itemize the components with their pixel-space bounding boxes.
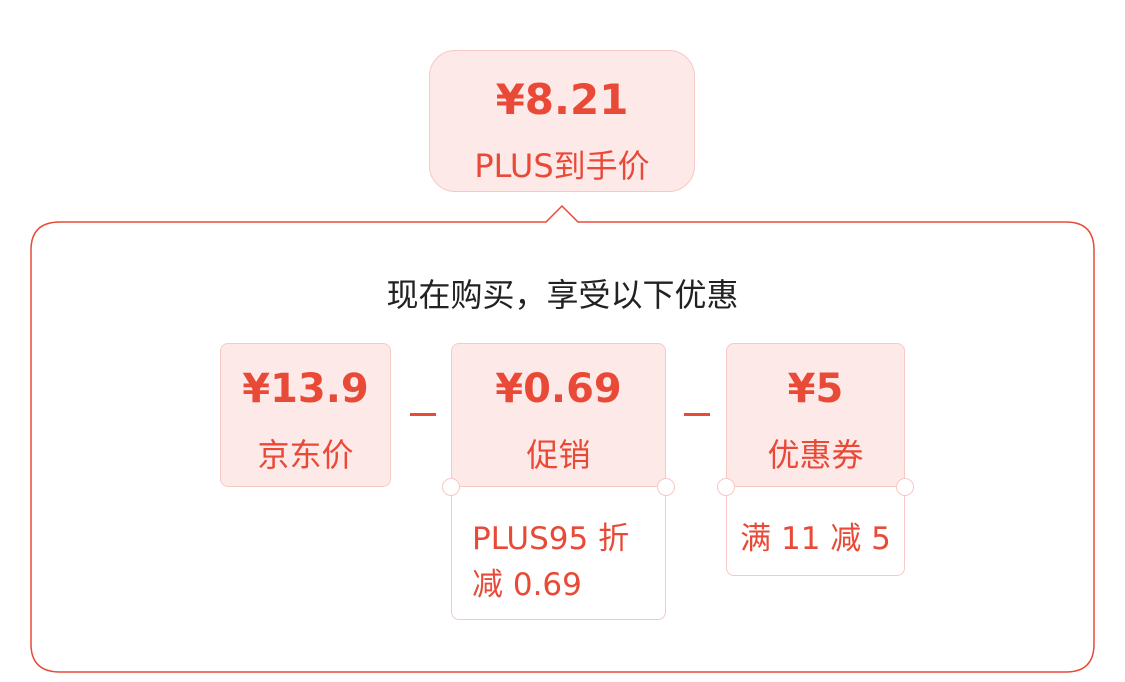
plus-price-label: PLUS到手价 (474, 147, 650, 185)
benefits-headline: 现在购买，享受以下优惠 (386, 276, 739, 314)
promotion-detail: PLUS95 折 减 0.69 (451, 487, 666, 620)
ticket-notch-right (896, 478, 914, 496)
coupon-detail-line: 满 11 减 5 (740, 521, 891, 557)
coupon-detail: 满 11 减 5 (726, 487, 905, 576)
ticket-notch-left (442, 478, 460, 496)
promotion-detail-line-2: 减 0.69 (472, 567, 582, 603)
promotion-card: ¥0.69 促销 (451, 343, 666, 487)
ticket-notch-right (657, 478, 675, 496)
coupon-label: 优惠券 (767, 436, 864, 474)
minus-icon (684, 413, 710, 416)
minus-icon (410, 413, 436, 416)
jd-price-card: ¥13.9 京东价 (220, 343, 391, 487)
jd-price: ¥13.9 (242, 366, 369, 412)
ticket-notch-left (717, 478, 735, 496)
promotion-detail-line-1: PLUS95 折 (472, 521, 630, 557)
promotion-label: 促销 (526, 436, 591, 474)
plus-price-badge: ¥8.21 PLUS到手价 (429, 50, 695, 192)
coupon-amount: ¥5 (787, 366, 844, 412)
promotion-amount: ¥0.69 (495, 366, 622, 412)
plus-price: ¥8.21 (495, 75, 629, 124)
jd-price-label: 京东价 (257, 436, 354, 474)
coupon-card: ¥5 优惠券 (726, 343, 905, 487)
